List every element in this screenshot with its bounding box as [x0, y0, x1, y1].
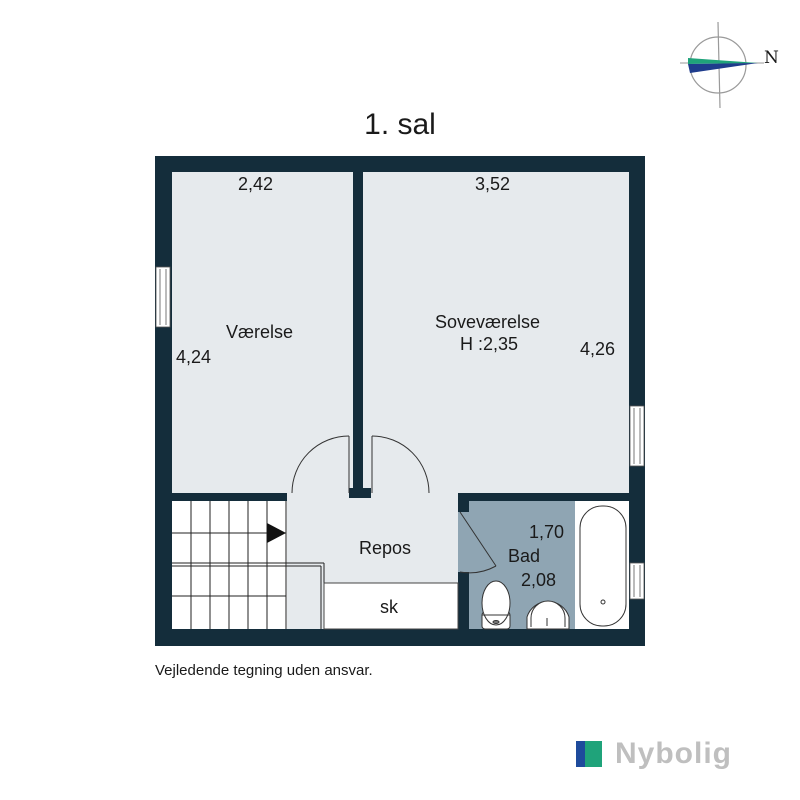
compass-icon — [680, 22, 764, 108]
brand-name: Nybolig — [615, 737, 732, 770]
vaerelse-width: 2,42 — [238, 174, 274, 194]
sovevaerelse-length: 4,26 — [580, 339, 616, 359]
sovevaerelse-name: Soveværelse — [435, 312, 541, 332]
sk-name: sk — [380, 597, 398, 617]
sovevaerelse-height: H :2,35 — [460, 334, 519, 354]
disclaimer: Vejledende tegning uden ansvar. — [155, 662, 373, 679]
nybolig-logo-icon — [576, 741, 602, 767]
compass-north-label: N — [764, 48, 779, 68]
sovevaerelse-width: 3,52 — [475, 174, 511, 194]
repos-name: Repos — [359, 538, 412, 558]
bad-name: Bad — [508, 546, 541, 566]
brand-logo: Nybolig — [576, 737, 732, 771]
bad-width: 1,70 — [529, 522, 565, 542]
vaerelse-name: Værelse — [226, 322, 294, 342]
floor-title: 1. sal — [364, 108, 436, 141]
vaerelse-length: 4,24 — [176, 347, 212, 367]
bad-length: 2,08 — [521, 570, 557, 590]
